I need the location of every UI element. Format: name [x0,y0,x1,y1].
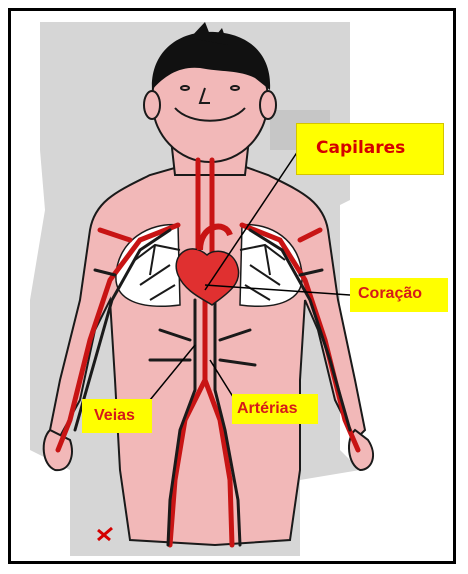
veins-label: Veias [82,399,152,433]
capillaries-label: Capilares [296,123,444,175]
arteries-label: Artérias [232,394,318,424]
heart-label: Coração [350,278,448,312]
